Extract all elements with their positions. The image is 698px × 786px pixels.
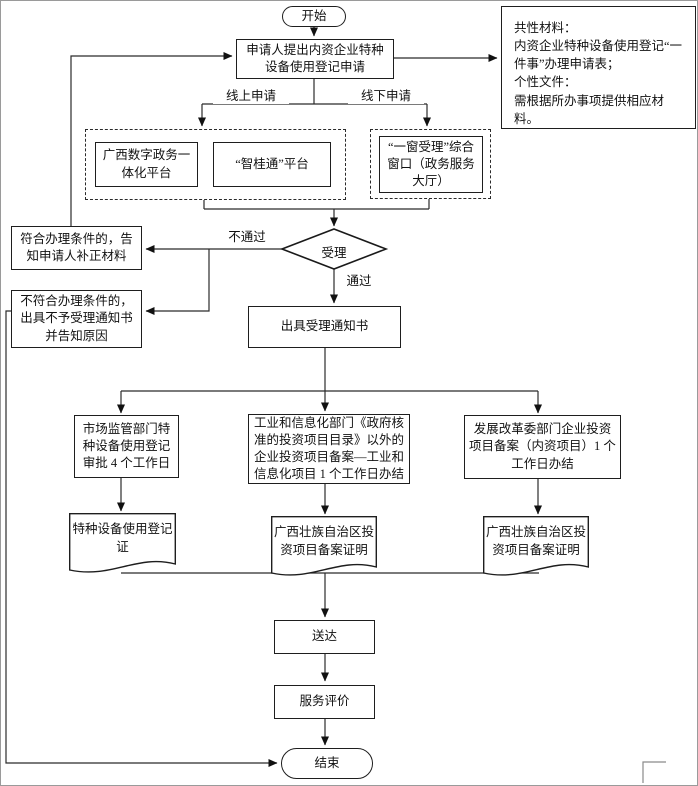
corner-mark	[642, 761, 666, 783]
materials-note: 共性材料： 内资企业特种设备使用登记“一件事”办理申请表； 个性文件： 需根据所…	[501, 6, 696, 129]
pass-label: 通过	[338, 274, 380, 289]
materials-line-3: 个性文件：	[514, 75, 577, 90]
doc-cert-shape	[69, 513, 176, 573]
doc-filing-reform-shape	[483, 516, 589, 576]
doc-filing-reform: 广西壮族自治区投资项目备案证明	[483, 516, 589, 580]
materials-line-4: 需根据所办事项提供相应材料。	[514, 93, 665, 126]
platform-gov-node: 广西数字政务一体化平台	[95, 142, 198, 187]
accept-notice-node: 出具受理通知书	[248, 306, 401, 348]
apply-node: 申请人提出内资企业特种设备使用登记申请	[236, 39, 394, 79]
dept-reform-node: 发展改革委部门企业投资项目备案（内资项目）1 个工作日办结	[464, 415, 621, 479]
notify-reject-node: 不符合办理条件的，出具不予受理通知书并告知原因	[11, 290, 142, 348]
materials-line-2: 内资企业特种设备使用登记“一件事”办理申请表；	[514, 39, 683, 72]
decision-diamond-shape	[279, 228, 389, 270]
materials-line-1: 共性材料：	[514, 21, 577, 35]
dept-industry-node: 工业和信息化部门《政府核准的投资项目目录》以外的企业投资项目备案—工业和信息化项…	[248, 414, 410, 484]
dept-market-node: 市场监管部门特种设备使用登记审批 4 个工作日	[74, 415, 179, 478]
evaluate-node: 服务评价	[274, 685, 375, 719]
fail-label: 不通过	[220, 230, 274, 245]
online-channel-container	[85, 129, 346, 200]
start-node: 开始	[282, 6, 346, 27]
edge-fix-feedback-to-apply	[70, 52, 233, 226]
doc-cert-label: 特种设备使用登记证	[72, 522, 173, 554]
doc-filing-industry: 广西壮族自治区投资项目备案证明	[271, 516, 377, 580]
doc-filing-industry-label: 广西壮族自治区投资项目备案证明	[273, 525, 374, 557]
offline-branch-label: 线下申请	[348, 89, 424, 104]
edge-fail-to-reject	[145, 249, 210, 315]
online-branch-label: 线上申请	[213, 89, 289, 104]
doc-cert: 特种设备使用登记证	[69, 513, 176, 577]
deliver-node: 送达	[274, 620, 375, 654]
decision-label: 受理	[321, 246, 347, 260]
doc-filing-industry-shape	[271, 516, 377, 576]
doc-filing-reform-label: 广西壮族自治区投资项目备案证明	[485, 525, 586, 557]
edge-reject-to-end	[5, 310, 278, 767]
end-node: 结束	[281, 748, 373, 779]
notify-fix-node: 符合办理条件的，告知申请人补正材料	[11, 226, 142, 270]
offline-channel-container	[370, 129, 491, 199]
platform-zhiguitong-node: “智桂通”平台	[213, 142, 331, 187]
offline-window-node: “一窗受理”综合窗口（政务服务大厅）	[379, 136, 483, 193]
